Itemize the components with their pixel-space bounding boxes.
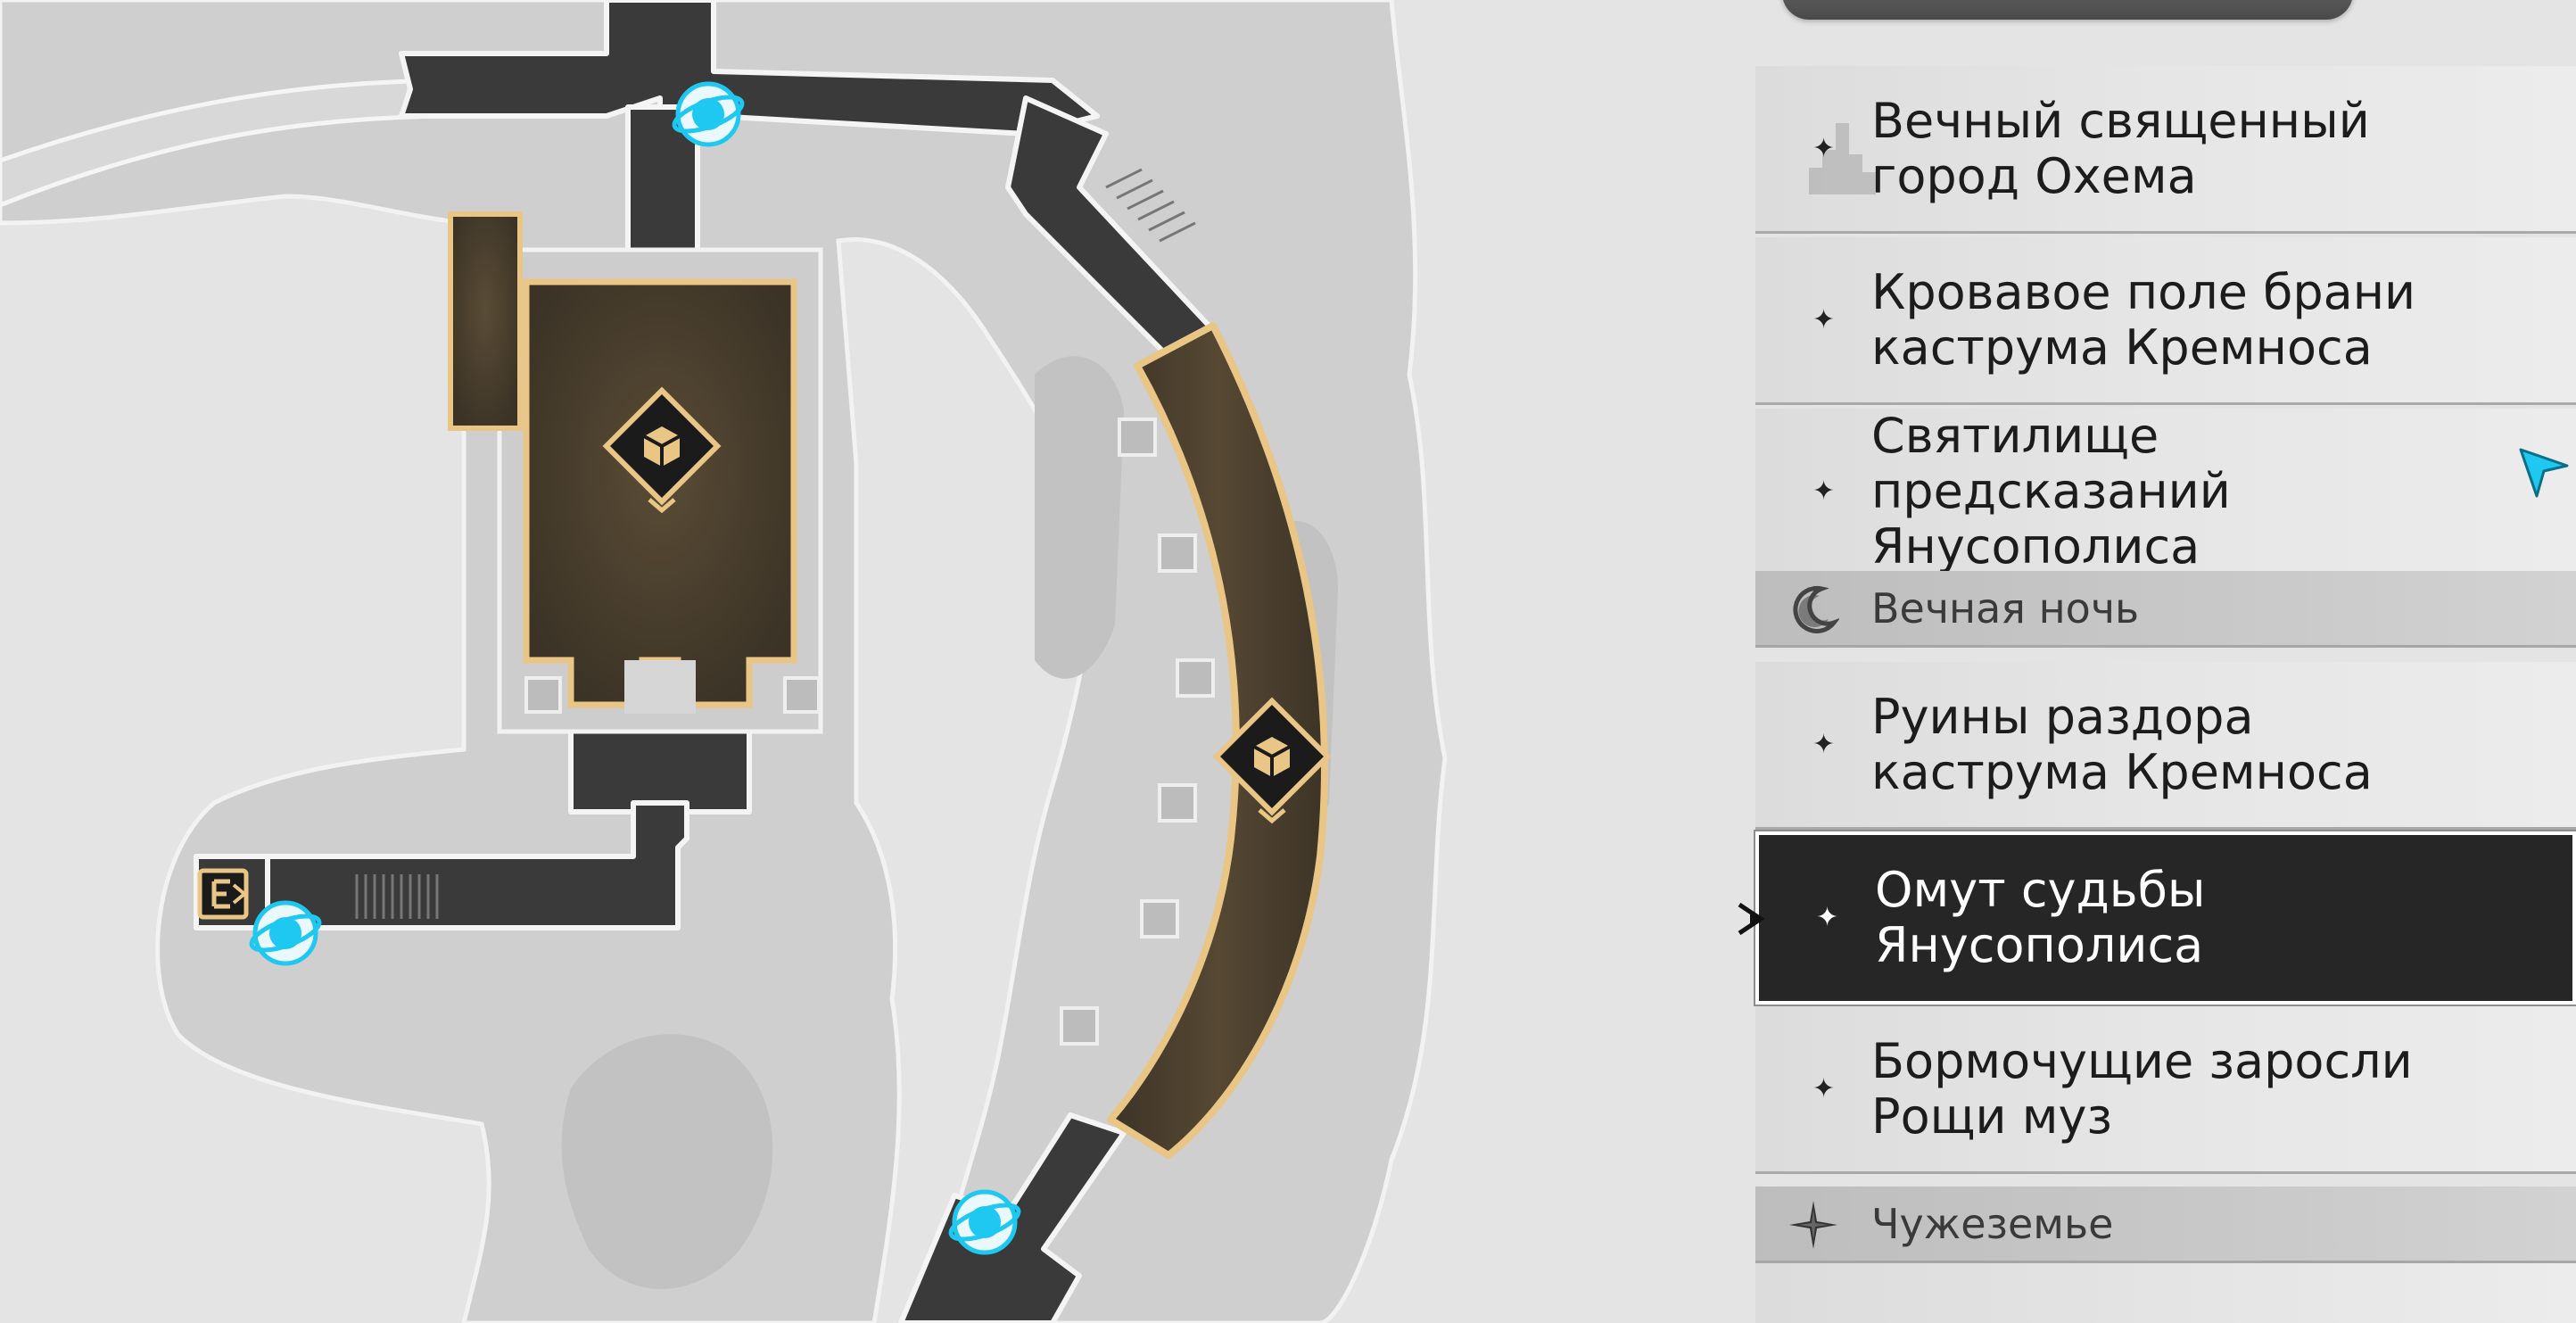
star-icon: ✦ [1816,902,1839,933]
star-icon: ✦ [1812,1072,1836,1104]
star-icon: ✦ [1812,303,1836,335]
pillars [524,418,1215,1046]
world-item-label: Святилище предсказаний Янусополиса [1871,407,2231,575]
treasure-cube-icon[interactable] [1212,697,1332,824]
world-item-janusopolis-sanctuary[interactable]: ✦ Святилище предсказаний Янусополиса [1755,407,2576,576]
compass-star-icon [1789,1201,1837,1249]
world-item-kremnos-ruins[interactable]: ✦ Руины раздора каструма Кремноса [1755,662,2576,830]
section-label: Вечная ночь [1871,583,2140,633]
selection-pointer-icon [1738,902,1765,936]
world-item-label: Руины раздора каструма Кремноса [1871,688,2373,800]
world-item-label: Омут судьбы Янусополиса [1875,862,2206,973]
space-anchor-icon[interactable] [947,1189,1023,1255]
world-item-janusopolis-abyss[interactable]: ✦ Омут судьбы Янусополиса [1755,831,2576,1005]
room-arc[interactable] [1107,322,1328,1159]
current-location-marker-icon [2519,448,2569,498]
treasure-cube-icon[interactable] [602,386,722,514]
world-item-label: Бормочущие заросли Рощи муз [1871,1032,2413,1145]
star-icon: ✦ [1812,132,1836,164]
section-label: Чужеземье [1871,1199,2114,1248]
world-item-label: Кровавое поле брани каструма Кремноса [1871,263,2416,376]
world-item-label: Вечный священный город Охема [1871,92,2370,204]
star-icon: ✦ [1812,728,1836,760]
stairs [355,168,1196,919]
crescent-moon-icon [1793,585,1839,633]
exit-door-icon[interactable] [197,868,249,920]
next-entry-partial[interactable] [1755,1263,2576,1323]
space-anchor-icon[interactable] [248,900,324,966]
section-eternal-night: Вечная ночь [1755,571,2576,648]
world-item-kremnos-battlefield[interactable]: ✦ Кровавое поле брани каструма Кремноса [1755,237,2576,405]
city-silhouette-icon [1809,123,1876,194]
panel-header-tab[interactable] [1782,0,2353,20]
star-icon: ✦ [1812,475,1836,507]
section-foreign-land: Чужеземье [1755,1187,2576,1263]
space-anchor-icon[interactable] [671,81,747,147]
world-list-panel: ✦ Вечный священный город Охема ✦ Кроваво… [1755,0,2576,1323]
world-item-grove-thicket[interactable]: ✦ Бормочущие заросли Рощи муз [1755,1006,2576,1174]
world-item-okhema[interactable]: ✦ Вечный священный город Охема [1755,66,2576,234]
